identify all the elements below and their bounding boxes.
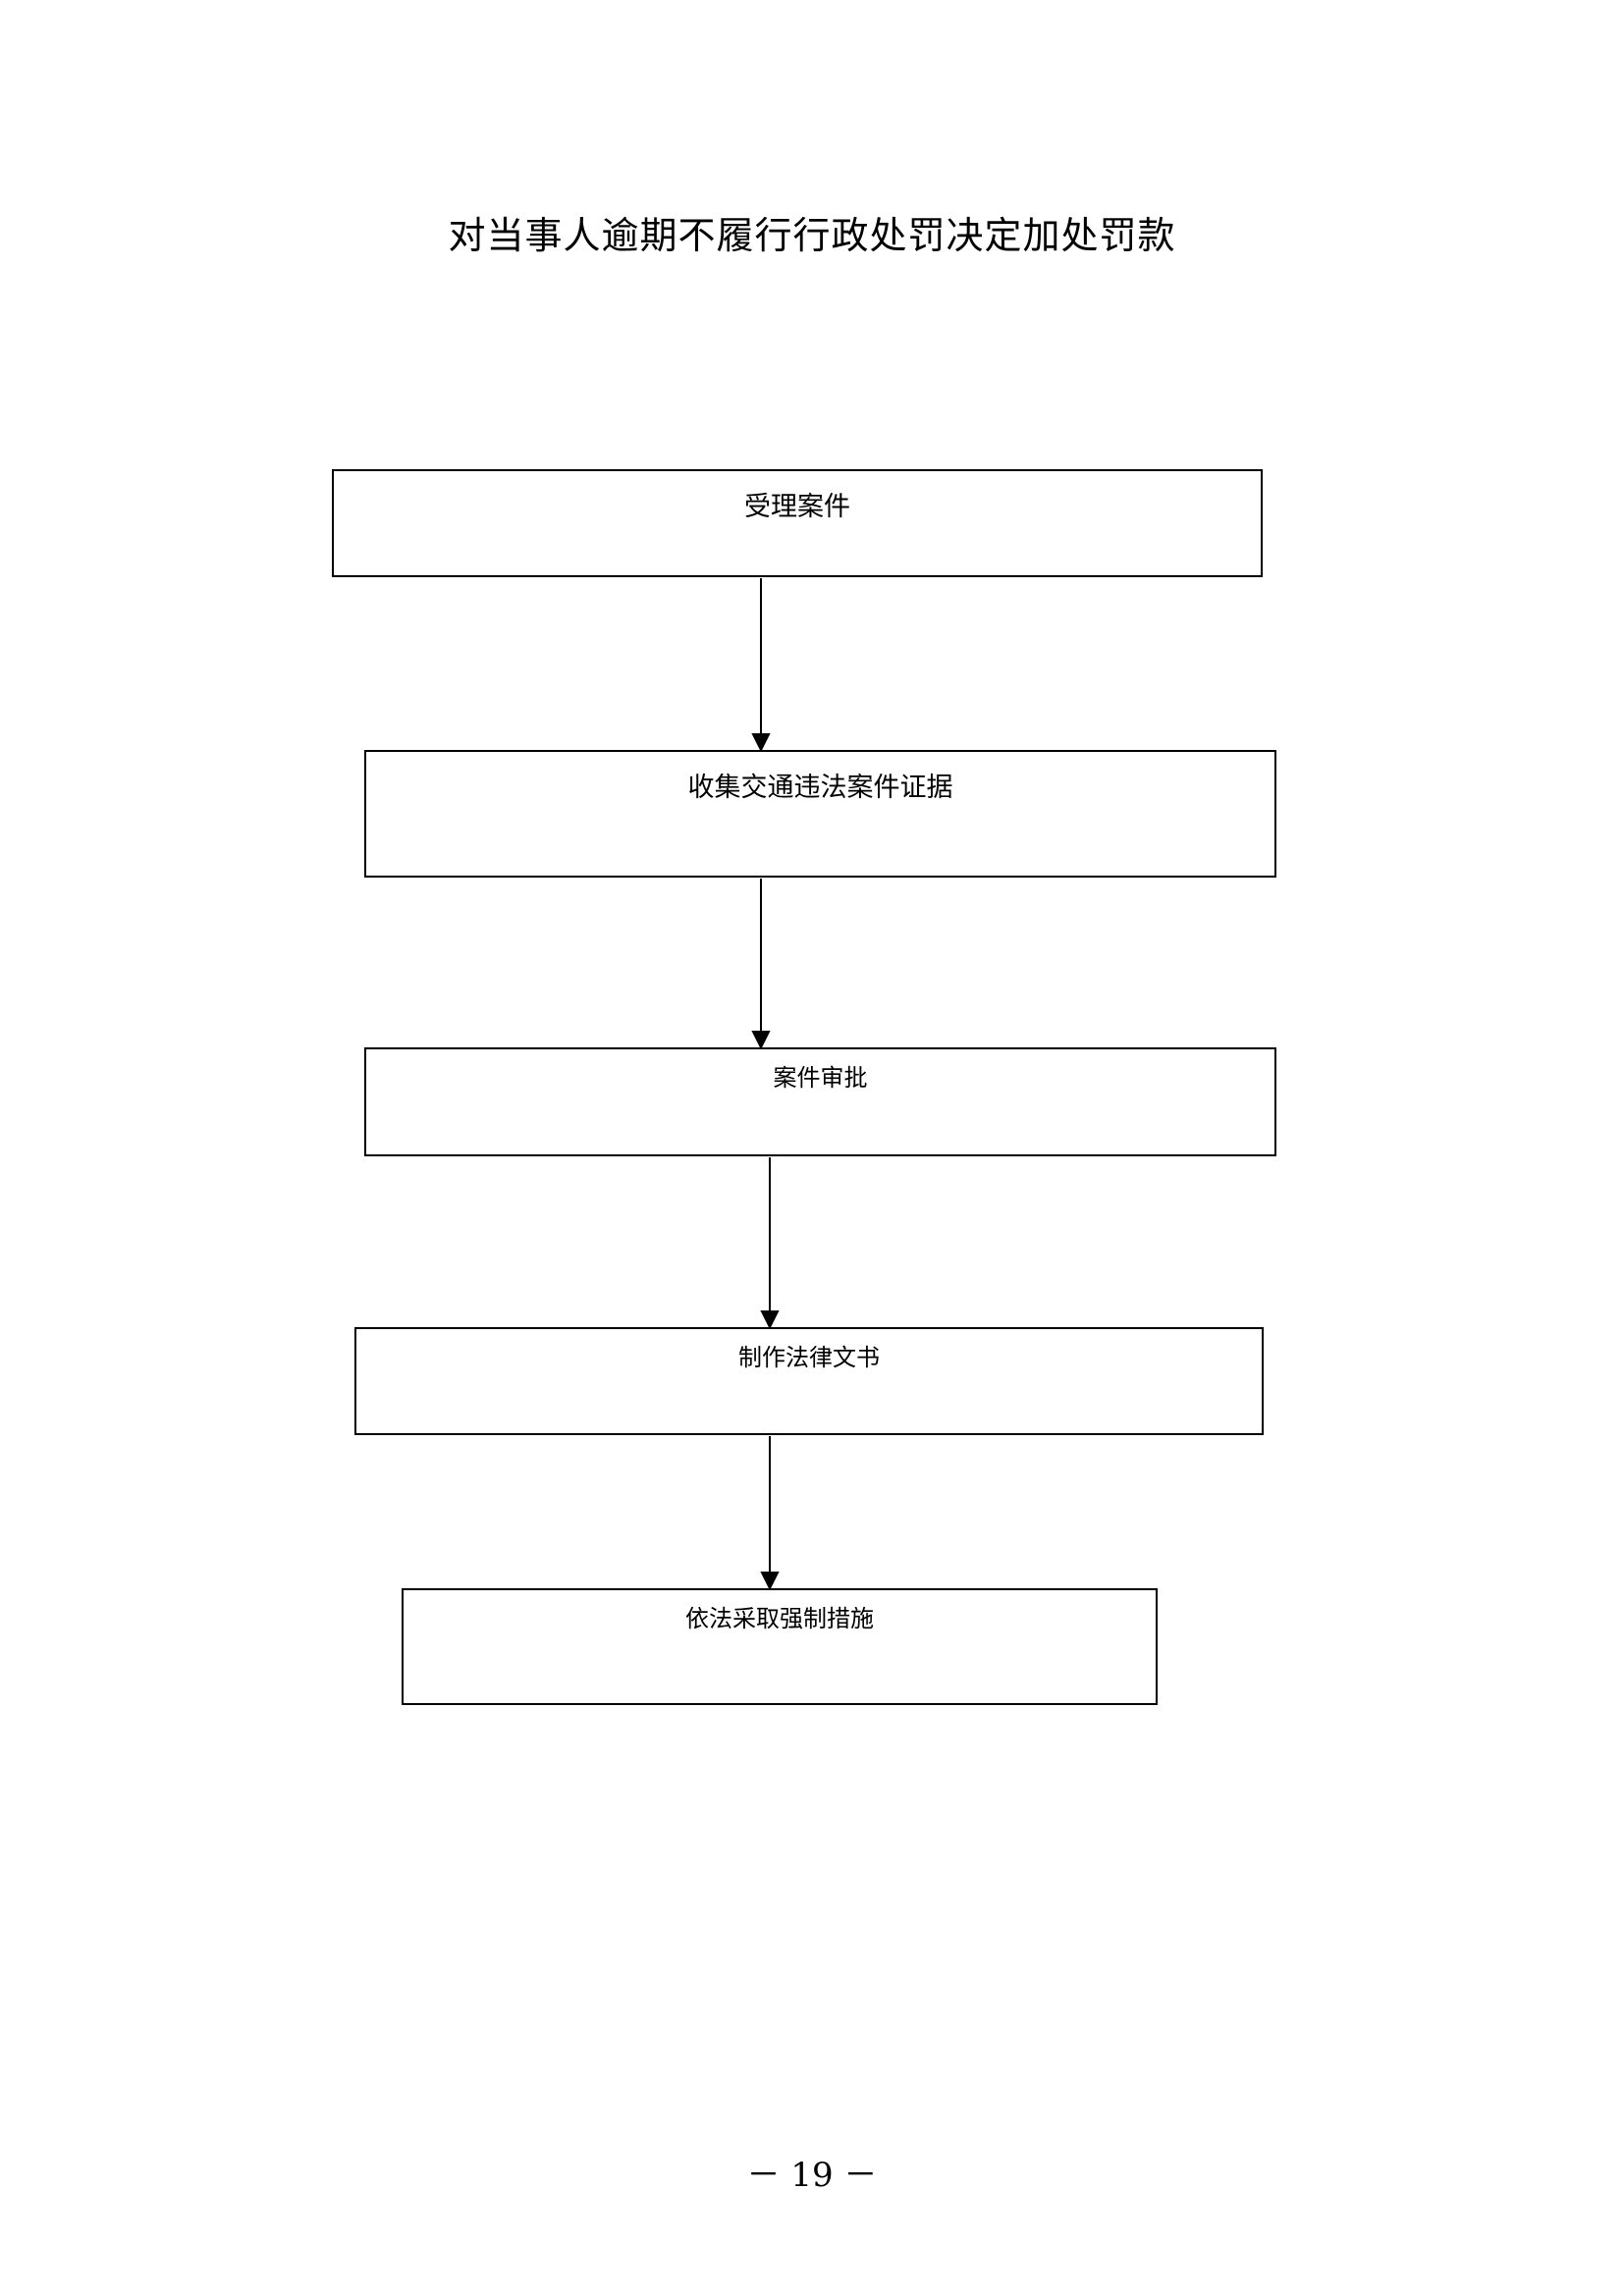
flow-arrow-4-to-5 (760, 1436, 780, 1591)
step-box-accept-case: 受理案件 (332, 469, 1263, 577)
step-box-enforcement-measures: 依法采取强制措施 (402, 1588, 1158, 1705)
step-label: 案件审批 (773, 1064, 868, 1092)
step-label: 受理案件 (744, 492, 850, 522)
page-number: － 19 － (746, 2156, 878, 2195)
step-box-case-approval: 案件审批 (364, 1047, 1276, 1156)
flow-arrow-1-to-2 (751, 578, 771, 753)
page-title: 对当事人逾期不履行行政处罚决定加处罚款 (448, 214, 1176, 257)
step-label: 收集交通违法案件证据 (687, 773, 953, 803)
step-box-collect-evidence: 收集交通违法案件证据 (364, 750, 1276, 878)
step-label: 依法采取强制措施 (685, 1605, 874, 1632)
flow-arrow-2-to-3 (751, 879, 771, 1050)
step-box-legal-documents: 制作法律文书 (354, 1327, 1264, 1435)
step-label: 制作法律文书 (738, 1344, 880, 1371)
flow-arrow-3-to-4 (760, 1157, 780, 1330)
